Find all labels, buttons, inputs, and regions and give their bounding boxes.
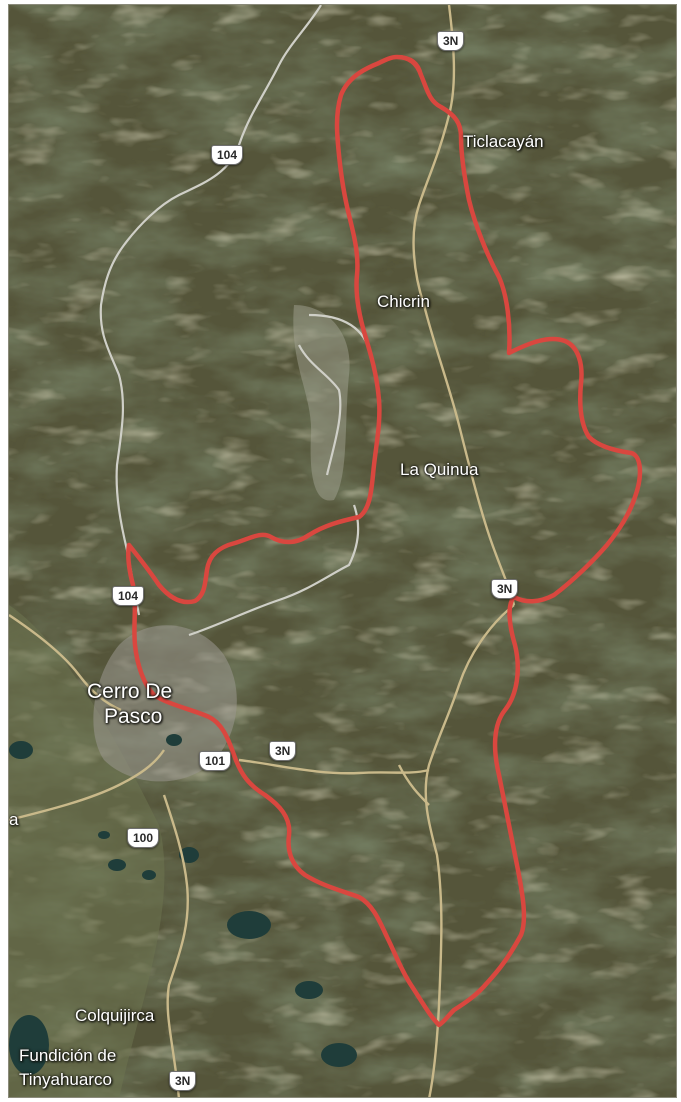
label-cerro-de-pasco-line2: Pasco bbox=[104, 705, 163, 728]
urban-area bbox=[93, 625, 237, 782]
road-shield-100[interactable]: 100 bbox=[127, 828, 160, 848]
route-branch-north bbox=[395, 55, 423, 77]
road-shield-3n-center[interactable]: 3N bbox=[269, 741, 297, 761]
lakes bbox=[9, 734, 357, 1075]
label-cut-off-left: a bbox=[9, 810, 19, 829]
label-la-quinua: La Quinua bbox=[400, 460, 479, 479]
label-fundicion-line2: Tinyahuarco bbox=[19, 1070, 112, 1089]
label-fundicion-line1: Fundición de bbox=[19, 1046, 117, 1065]
road-shield-3n-top[interactable]: 3N bbox=[437, 31, 465, 51]
label-chicrin: Chicrin bbox=[377, 292, 430, 311]
label-colquijirca: Colquijirca bbox=[75, 1006, 155, 1025]
highway-3n bbox=[9, 5, 516, 1097]
label-cerro-de-pasco-line1: Cerro De bbox=[87, 680, 173, 703]
road-shield-3n-bottom[interactable]: 3N bbox=[169, 1071, 197, 1091]
road-shield-3n-mid[interactable]: 3N bbox=[491, 579, 519, 599]
route-line bbox=[125, 54, 643, 1028]
road-shield-101[interactable]: 101 bbox=[199, 751, 232, 771]
satellite-terrain bbox=[9, 5, 676, 1097]
map-view[interactable]: Ticlacayán Chicrin La Quinua Cerro De Pa… bbox=[8, 4, 677, 1098]
label-ticlacayan: Ticlacayán bbox=[463, 132, 544, 151]
road-shield-104-top[interactable]: 104 bbox=[211, 145, 244, 165]
plateau-area bbox=[9, 605, 165, 1097]
secondary-roads bbox=[99, 5, 373, 637]
mine-tailings bbox=[293, 305, 350, 501]
road-shield-104-left[interactable]: 104 bbox=[112, 586, 145, 606]
